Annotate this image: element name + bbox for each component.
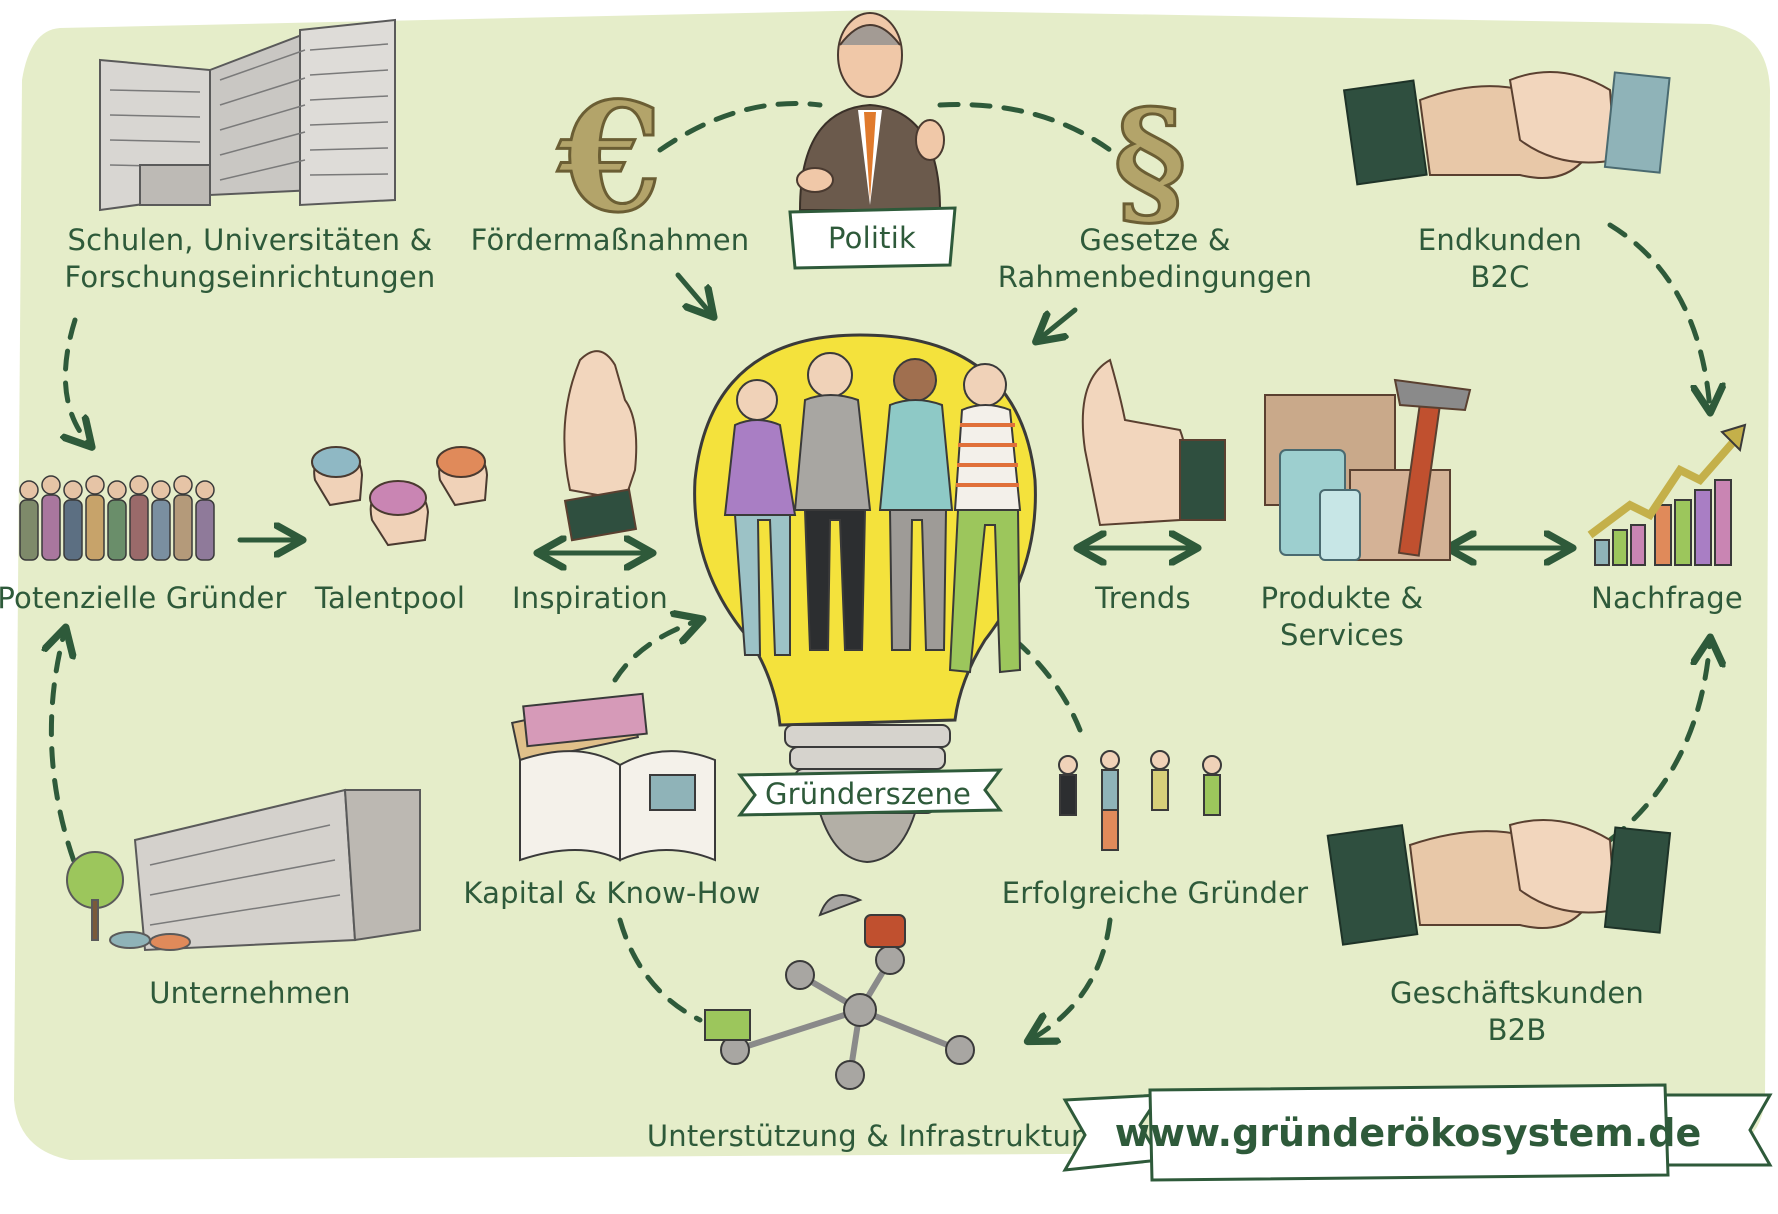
label-trends: Trends [1095, 581, 1191, 615]
label-endkunden-line2: B2C [1470, 260, 1530, 294]
infrastructure-network-icon [704, 894, 975, 1090]
arc-unternehmen-to-gruender [51, 630, 88, 893]
label-produkte-line1: Produkte & [1260, 581, 1424, 615]
label-gesetze-line1: Gesetze & [1079, 223, 1231, 257]
label-politik: Politik [828, 221, 916, 255]
politician-figure [796, 12, 945, 211]
label-nachfrage: Nachfrage [1591, 581, 1743, 615]
label-produkte: Produkte & Services [1261, 580, 1424, 654]
arc-schulen-to-gruender [65, 317, 90, 445]
label-geschaeftskunden-line2: B2B [1487, 1013, 1547, 1047]
gruenderszene-ribbon [736, 768, 1004, 817]
arc-kapital-to-bulb [612, 620, 700, 683]
label-gesetze: Gesetze & Rahmenbedingungen [998, 222, 1312, 296]
label-talentpool: Talentpool [314, 581, 466, 615]
arc-endkunden-to-nachfrage [1607, 222, 1710, 410]
office-building [66, 788, 421, 952]
arc-erfolg-to-infra [1030, 917, 1113, 1040]
label-geschaeftskunden-line1: Geschäftskunden [1390, 976, 1644, 1010]
url-ribbon [1062, 1083, 1773, 1182]
label-kapital: Kapital & Know-How [463, 876, 761, 910]
handshake-b2b [1326, 819, 1672, 946]
label-gesetze-line2: Rahmenbedingungen [997, 260, 1313, 294]
label-unterstuetzung: Unterstützung & Infrastruktur [646, 1119, 1084, 1153]
cheering-founders-icon [1058, 750, 1222, 851]
label-gruenderszene: Gründerszene [764, 777, 972, 811]
products-boxes [1264, 378, 1472, 561]
politik-lectern [788, 206, 957, 270]
label-endkunden: Endkunden B2C [1418, 222, 1582, 296]
label-unternehmen: Unternehmen [149, 976, 351, 1010]
label-geschaeftskunden: Geschäftskunden B2B [1390, 975, 1644, 1049]
school-building [99, 18, 396, 212]
label-foerdermassnahmen: Fördermaßnahmen [470, 223, 750, 257]
arc-kapital-to-infra [617, 917, 703, 1023]
money-and-book-icon [510, 692, 716, 862]
label-erfolgreiche-gruender: Erfolgreiche Gründer [1001, 876, 1309, 910]
arrow-foerder-to-bulb [675, 272, 712, 315]
label-endkunden-line1: Endkunden [1417, 223, 1583, 257]
website-url: www.gründerökosystem.de [1114, 1111, 1702, 1155]
arc-politik-to-paragraph [937, 102, 1113, 153]
label-inspiration: Inspiration [512, 581, 668, 615]
arrow-gesetze-to-bulb [1038, 307, 1078, 340]
handshake-b2c [1342, 71, 1671, 186]
label-produkte-line2: Services [1280, 618, 1404, 652]
label-potenzielle-gruender: Potenzielle Gründer [0, 581, 287, 615]
paragraph-icon: § [1113, 80, 1186, 244]
label-schulen-line2: Forschungseinrichtungen [64, 260, 436, 294]
snapping-hand-icon [563, 350, 638, 542]
euro-icon: € [557, 70, 662, 246]
arc-bulb-to-erfolg [1012, 637, 1083, 733]
growth-chart-icon [1587, 423, 1747, 566]
arc-geschaeftskunden-to-nachfrage [1607, 640, 1710, 843]
label-schulen: Schulen, Universitäten & Forschungseinri… [65, 222, 436, 296]
thumbs-up-icon [1081, 358, 1226, 527]
label-schulen-line1: Schulen, Universitäten & [67, 223, 433, 257]
crowd-figures [19, 475, 215, 561]
founders-group [723, 352, 1022, 674]
talentpool-heads [311, 446, 489, 547]
